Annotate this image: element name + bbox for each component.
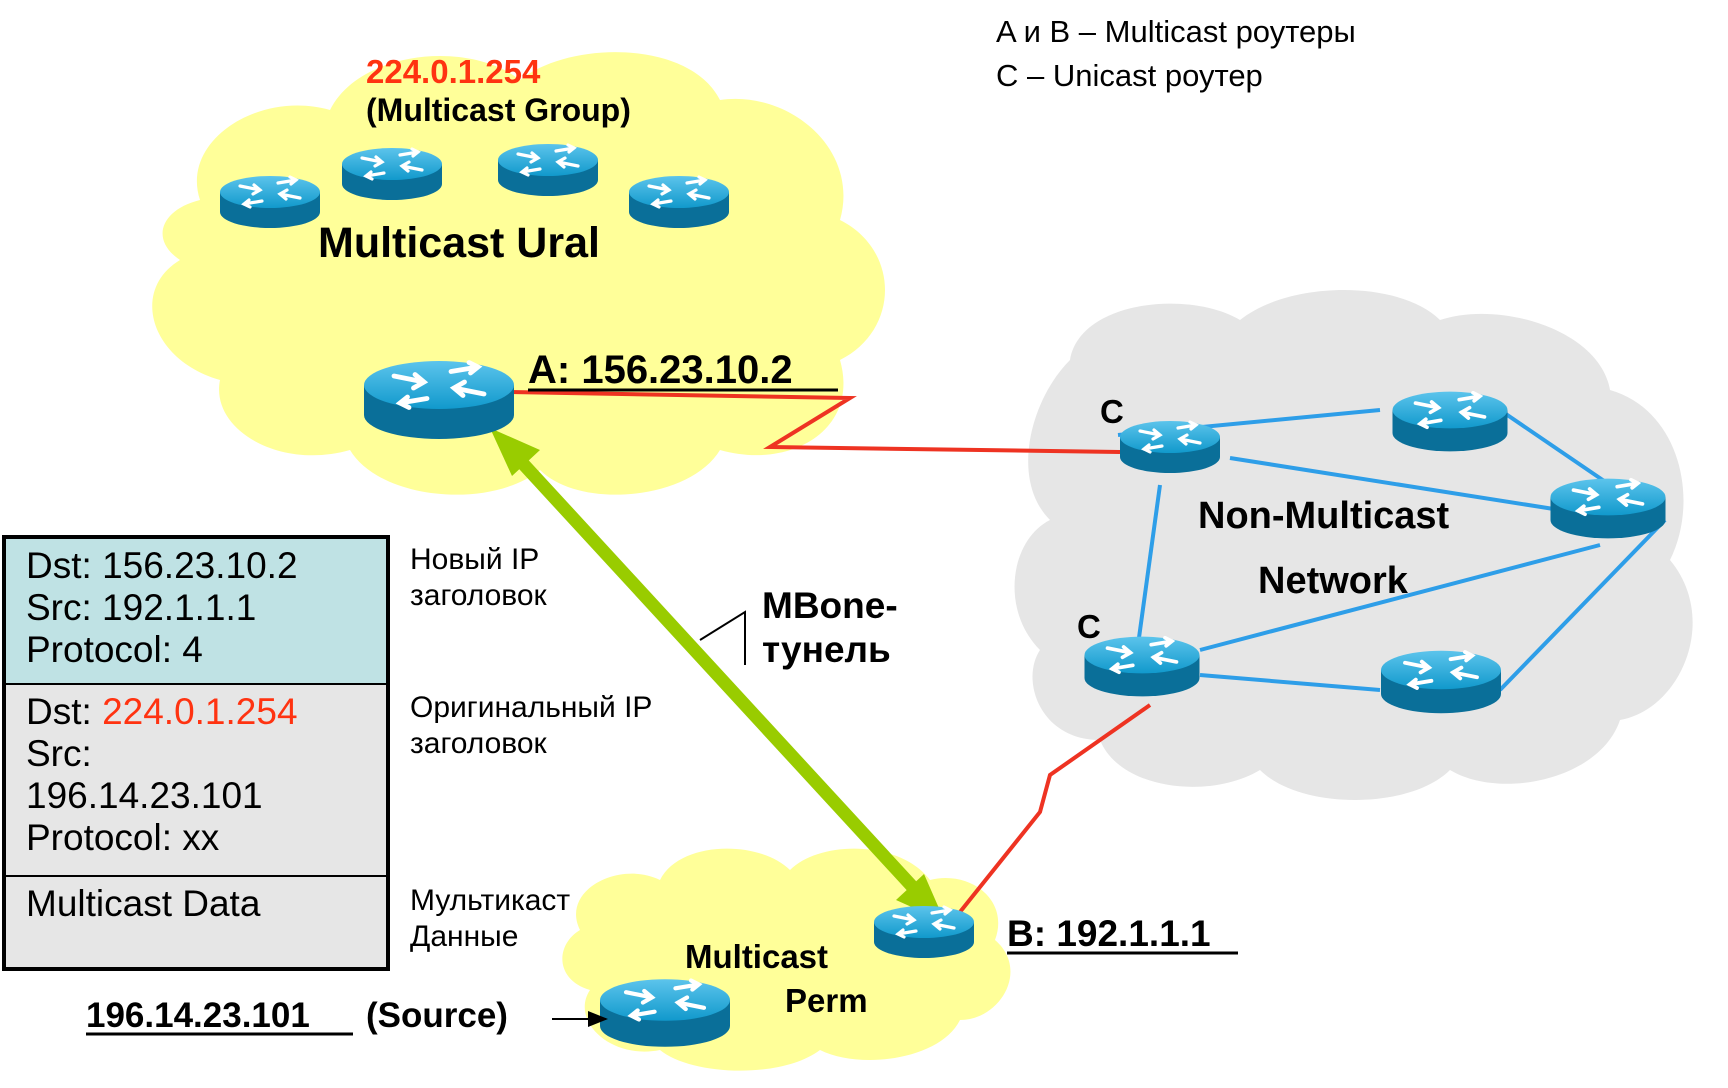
cloud-title-ural: Multicast Ural xyxy=(318,219,600,267)
legend-line-2: C – Unicast роутер xyxy=(996,58,1263,93)
cloud-non-multicast xyxy=(1014,290,1693,800)
packet-headers: Dst: 156.23.10.2 Src: 192.1.1.1 Protocol… xyxy=(2,535,390,971)
router-b-icon xyxy=(872,904,976,960)
orig-protocol: Protocol: xx xyxy=(26,817,220,858)
perm-line2: Perm xyxy=(785,982,868,1019)
serial-link-a xyxy=(509,390,1121,454)
orig-src: 196.14.23.101 xyxy=(26,775,263,816)
new-ip-side-1: Новый IP xyxy=(410,543,540,576)
router-icon xyxy=(496,142,600,198)
perm-line1: Multicast xyxy=(685,938,828,975)
non-multicast-line2: Network xyxy=(1258,560,1409,602)
router-a-icon xyxy=(364,361,514,439)
router-c-top-label: C xyxy=(1100,393,1124,430)
new-ip-side-2: заголовок xyxy=(410,579,547,612)
router-b-label: B: 192.1.1.1 xyxy=(1007,913,1211,954)
new-dst: 156.23.10.2 xyxy=(102,545,298,586)
orig-ip-side-1: Оригинальный IP xyxy=(410,691,653,724)
new-ip-header: Dst: 156.23.10.2 Src: 192.1.1.1 Protocol… xyxy=(6,539,386,685)
legend-line-1: A и B – Multicast роутеры xyxy=(996,14,1356,49)
router-icon xyxy=(1390,389,1510,454)
new-ip-side-label: Новый IP заголовок xyxy=(410,542,547,614)
router-a-label: A: 156.23.10.2 xyxy=(528,348,793,392)
orig-ip-side-2: заголовок xyxy=(410,727,547,760)
router-c-bottom-icon xyxy=(1082,634,1202,699)
router-c-bottom-label: C xyxy=(1077,608,1101,645)
source-host-icon xyxy=(600,979,730,1047)
group-label: (Multicast Group) xyxy=(366,92,631,128)
new-src: Src: 192.1.1.1 xyxy=(26,587,257,628)
data-side-2: Данные xyxy=(410,920,519,953)
router-icon xyxy=(340,146,444,202)
tunnel-callout-line xyxy=(699,610,746,665)
new-protocol: Protocol: 4 xyxy=(26,629,203,670)
orig-src-label: Src: xyxy=(26,733,92,774)
router-icon xyxy=(218,174,322,230)
mbone-tunnel-line xyxy=(510,450,925,900)
orig-ip-side-label: Оригинальный IP заголовок xyxy=(410,690,652,762)
orig-dst-prefix: Dst: xyxy=(26,691,103,732)
tunnel-arrowhead-top xyxy=(490,428,540,476)
non-multicast-line1: Non-Multicast xyxy=(1198,495,1450,537)
orig-dst: 224.0.1.254 xyxy=(102,691,298,732)
tunnel-label-line1: MBone- xyxy=(762,585,898,626)
multicast-data: Multicast Data xyxy=(6,877,386,967)
data-side-1: Мультикаст xyxy=(410,884,571,917)
new-dst-prefix: Dst: xyxy=(26,545,103,586)
router-icon xyxy=(1548,476,1668,541)
tunnel-label-line2: тунель xyxy=(762,629,891,670)
group-ip: 224.0.1.254 xyxy=(366,53,541,90)
router-c-top-icon xyxy=(1118,419,1222,475)
multicast-data-label: Multicast Data xyxy=(26,883,261,924)
router-icon xyxy=(627,174,731,230)
data-side-label: Мультикаст Данные xyxy=(410,883,570,955)
original-ip-header: Dst: 224.0.1.254 Src: 196.14.23.101 Prot… xyxy=(6,685,386,877)
cloud-multicast-ural xyxy=(152,52,885,495)
source-ip: 196.14.23.101 xyxy=(86,996,310,1035)
serial-link-b xyxy=(950,703,1152,924)
router-icon xyxy=(1379,648,1503,716)
source-suffix: (Source) xyxy=(366,996,508,1035)
